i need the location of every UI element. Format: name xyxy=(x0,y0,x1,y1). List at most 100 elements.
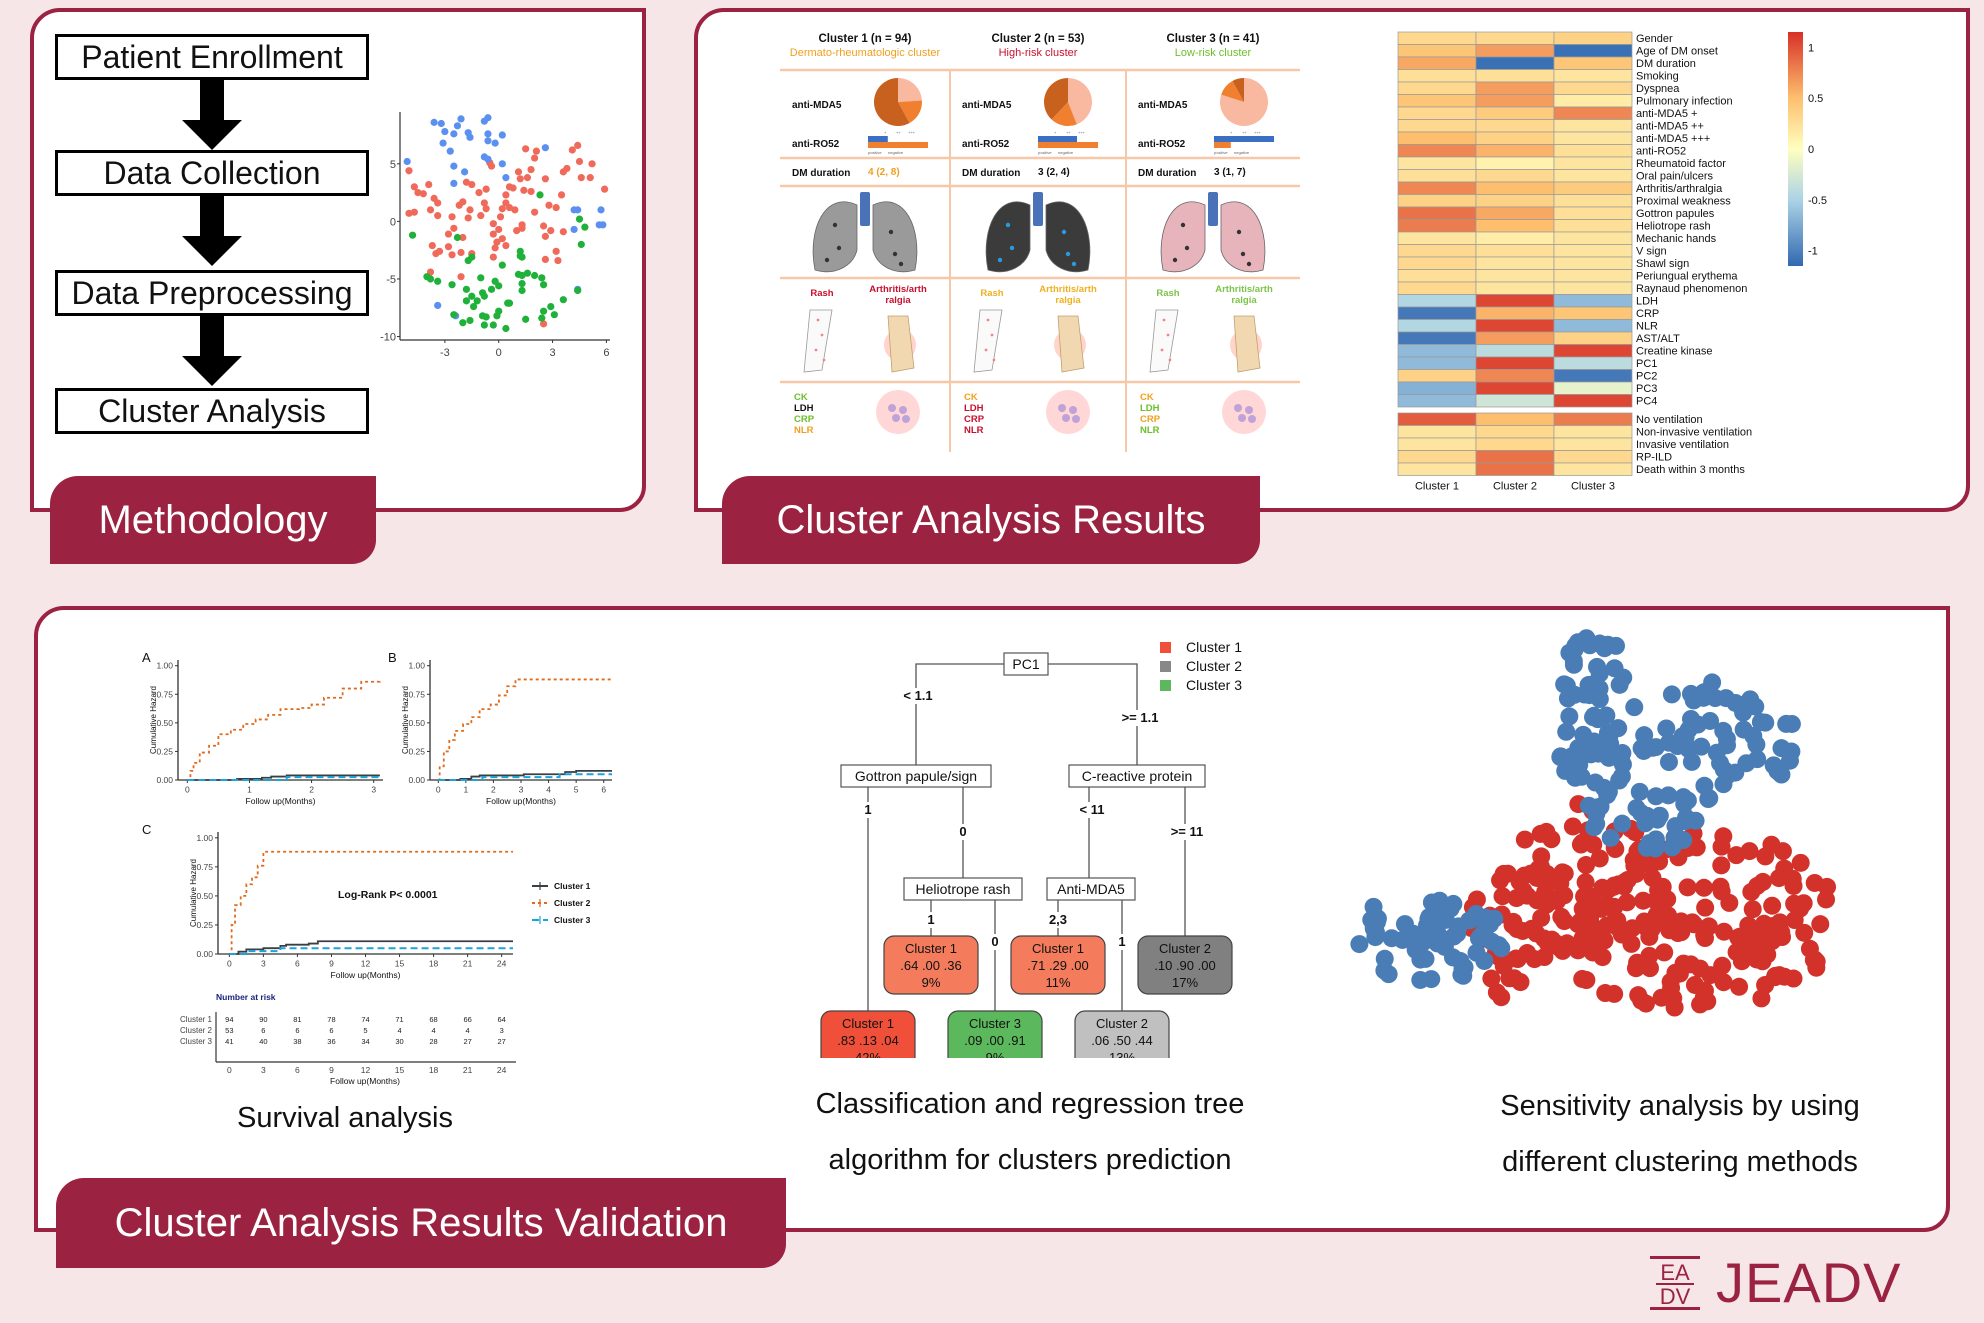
lung-lesion-dot xyxy=(1180,222,1186,228)
cluster-point xyxy=(1741,690,1760,709)
split-node xyxy=(1003,652,1049,676)
cluster-point xyxy=(1350,935,1369,954)
x-axis-label: Follow up(Months) xyxy=(331,970,401,980)
scatter-point-blue xyxy=(466,133,474,141)
heatmap-cell xyxy=(1553,344,1633,358)
scatter-point-green xyxy=(498,261,506,269)
cluster-point xyxy=(1681,955,1700,974)
scatter-point-red xyxy=(435,247,444,255)
rash-dot xyxy=(1168,358,1172,362)
bar-legend-label: negative xyxy=(1058,150,1074,155)
x-tick-label: 9 xyxy=(329,959,334,969)
tree-edge xyxy=(1048,663,1138,776)
legend-label: Cluster 3 xyxy=(554,915,591,925)
cluster-point xyxy=(1659,753,1678,772)
arm-rash-icon xyxy=(803,309,833,373)
scatter-point-red xyxy=(489,230,497,238)
heatmap-cell xyxy=(1397,194,1477,208)
y-tick-label: 0.50 xyxy=(408,718,425,728)
heatmap-row-label: PC3 xyxy=(1636,383,1657,395)
cluster-point xyxy=(1553,863,1572,882)
leaf-probs: .83 .13 .04 xyxy=(837,1033,898,1048)
edge-label: 1 xyxy=(864,802,871,817)
x-tick-label: 18 xyxy=(429,959,439,969)
cluster-title: Cluster 3 (n = 41) xyxy=(1167,33,1260,45)
heatmap-row-label: Smoking xyxy=(1636,71,1679,83)
heatmap-cell xyxy=(1397,169,1477,183)
cluster-point xyxy=(1714,973,1733,992)
y-tick-label: 0.25 xyxy=(196,920,213,930)
cluster-point xyxy=(1653,877,1672,896)
heatmap-cell xyxy=(1553,244,1633,258)
lab-marker: CRP xyxy=(794,414,815,425)
rash-dot xyxy=(822,358,826,362)
heatmap-cell xyxy=(1475,56,1555,70)
heatmap-cell xyxy=(1475,281,1555,295)
heatmap-cell xyxy=(1553,437,1633,451)
ro52-bar-negative xyxy=(1214,136,1274,142)
y-tick-label: 0.00 xyxy=(196,949,213,959)
scatter-point-red xyxy=(577,174,585,182)
km-curve-cluster-3 xyxy=(229,947,513,955)
y-tick-label: 0.75 xyxy=(156,689,173,699)
heatmap-row-label: Raynaud phenomenon xyxy=(1636,283,1747,295)
cluster-point xyxy=(1730,927,1749,946)
cluster-point xyxy=(1800,939,1819,958)
heatmap-cell xyxy=(1475,144,1555,158)
lung-lesion-dot xyxy=(1071,261,1077,267)
ro52-bar-negative xyxy=(1038,136,1077,142)
scatter-point-green xyxy=(538,314,546,322)
cluster-point xyxy=(1647,787,1666,806)
cluster-point xyxy=(1706,689,1725,708)
edge-label-bg xyxy=(1124,710,1156,726)
cluster-point xyxy=(1577,971,1596,990)
scatter-point-red xyxy=(480,199,488,207)
heatmap-cell xyxy=(1553,56,1633,70)
cluster-profile-table: Cluster 1 (n = 94)Dermato-rheumatologic … xyxy=(780,33,1300,452)
lab-marker: NLR xyxy=(794,425,814,436)
heatmap-row-label: CRP xyxy=(1636,308,1659,320)
heatmap-cell xyxy=(1475,306,1555,320)
scatter-point-blue xyxy=(574,206,582,214)
scatter-point-blue xyxy=(498,131,506,139)
risk-table-row-label: Cluster 2 xyxy=(180,1026,213,1035)
scatter-point-green xyxy=(468,292,476,300)
rash-dot xyxy=(814,348,818,352)
cluster-point xyxy=(1605,897,1624,916)
dm-duration-label: DM duration xyxy=(792,168,850,179)
scatter-point-green xyxy=(522,315,530,323)
cluster-point xyxy=(1570,755,1589,774)
leaf-probs: .64 .00 .36 xyxy=(900,958,961,973)
pie-legend-label: + xyxy=(884,130,887,135)
scatter-point-red xyxy=(554,256,562,265)
cluster-point xyxy=(1794,894,1813,913)
sensitivity-scatter xyxy=(1350,629,1837,1017)
heatmap-cell xyxy=(1553,69,1633,83)
edge-label: 0 xyxy=(991,934,998,949)
heatmap-row-label: Arthritis/arthralgia xyxy=(1636,183,1723,195)
methodology-banner: Methodology xyxy=(50,476,376,564)
tree-legend-label: Cluster 2 xyxy=(1186,658,1242,674)
cluster-point xyxy=(1375,961,1394,980)
scatter-point-red xyxy=(450,224,458,232)
scatter-point-green xyxy=(469,303,478,311)
edge-label: < 1.1 xyxy=(903,688,932,703)
lung-lesion-dot xyxy=(1236,229,1242,235)
x-tick-label: 2 xyxy=(309,785,314,795)
heatmap-column-label: Cluster 3 xyxy=(1571,481,1615,493)
heatmap-cell xyxy=(1553,369,1633,383)
heatmap-cell xyxy=(1397,94,1477,108)
split-node xyxy=(1046,877,1136,901)
cluster-point xyxy=(1580,680,1599,699)
edge-label-bg xyxy=(947,824,979,840)
rash-label: Rash xyxy=(810,288,833,299)
cluster-point xyxy=(1685,975,1704,994)
tree-legend-swatch xyxy=(1160,680,1171,691)
tree-caption: Classification and regression tree algor… xyxy=(760,1076,1300,1188)
risk-table-value: 68 xyxy=(429,1015,437,1024)
tree-caption-line-2: algorithm for clusters prediction xyxy=(828,1144,1232,1176)
leaf-probs: .09 .00 .91 xyxy=(964,1033,1025,1048)
risk-table-x-tick: 12 xyxy=(361,1065,371,1075)
km-curve-cluster-1 xyxy=(229,940,513,955)
scatter-point-red xyxy=(493,238,501,246)
